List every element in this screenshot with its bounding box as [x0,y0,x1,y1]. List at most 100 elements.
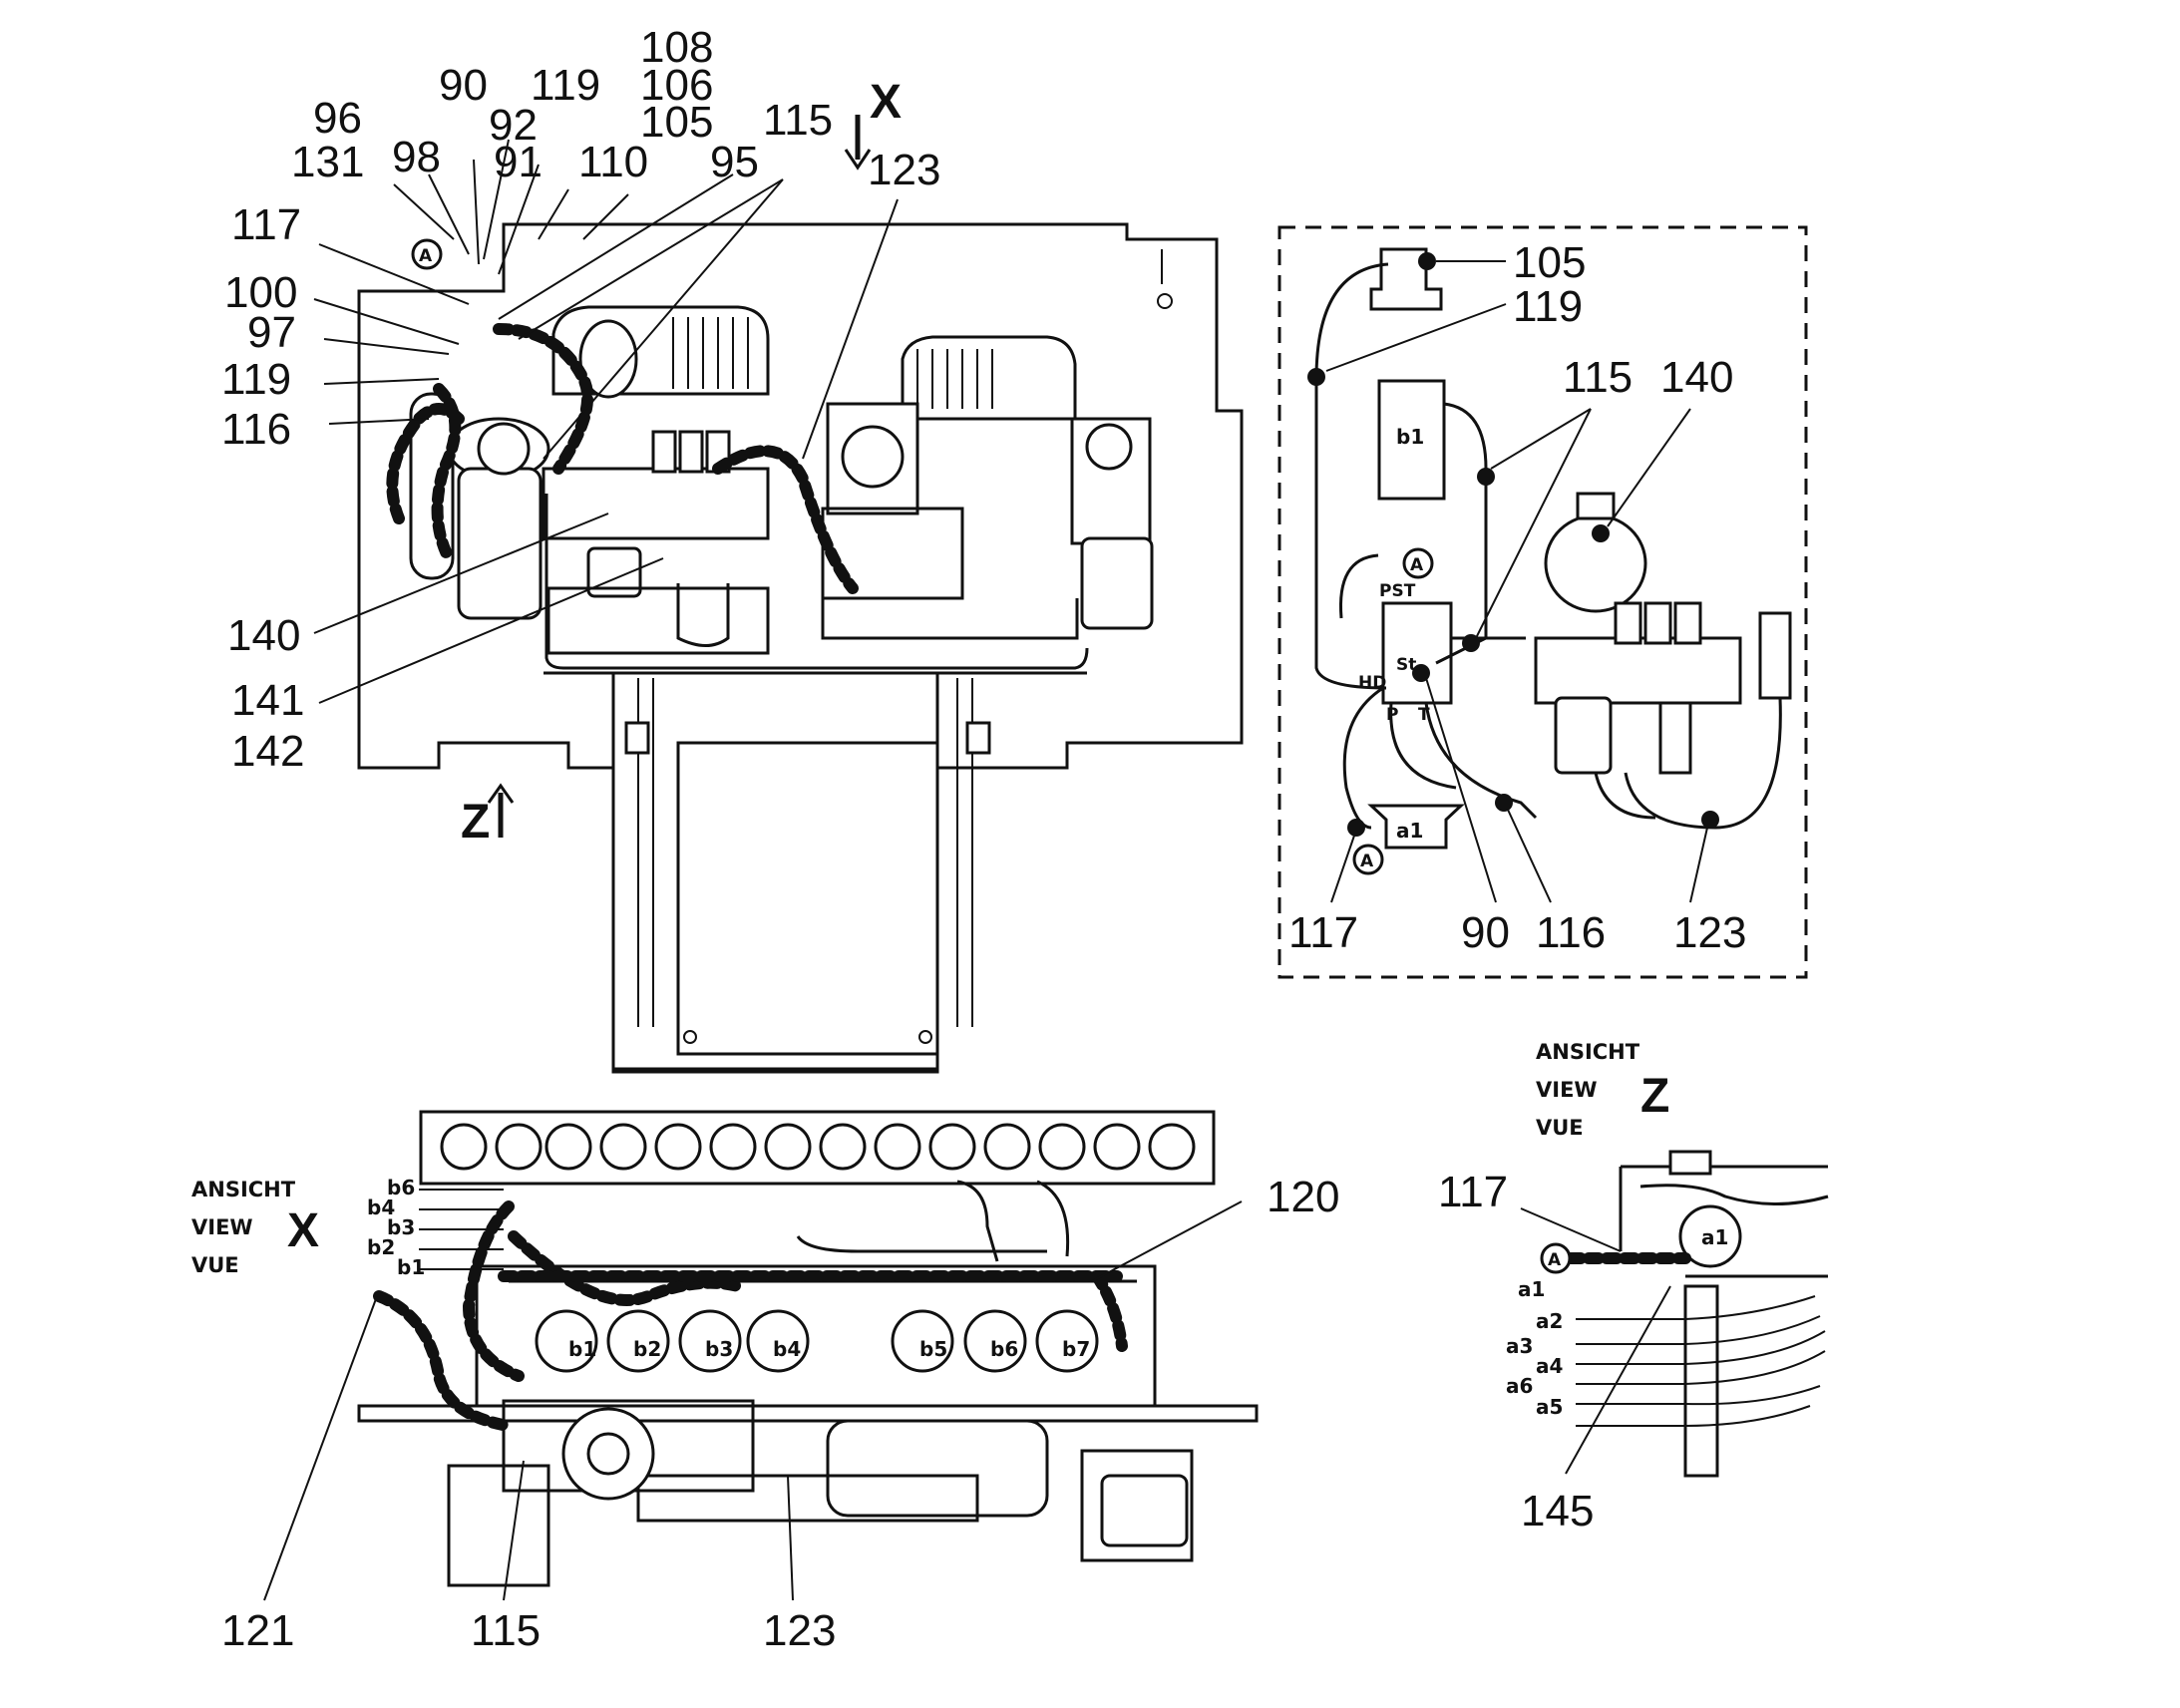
callout-105: 105 [640,98,713,147]
tube [796,1235,1047,1253]
callout-97: 97 [247,308,296,357]
main-view: X Z A 108 [221,23,1244,1074]
hose-116 [386,403,465,524]
z-bolt [1668,1150,1712,1176]
hose-pst [1338,553,1379,619]
hose-121b [373,1290,515,1432]
lower-bracket [546,586,770,655]
filter [1658,701,1692,775]
component-b1-label: b1 [1396,425,1424,449]
hose-121 [462,1200,525,1382]
filter [1554,696,1613,775]
marker-a [411,238,443,270]
bolt-hole [1157,293,1173,309]
detail-frame [1277,225,1808,979]
filter-port [477,422,531,476]
callout-110: 110 [578,138,648,186]
port-pst: PST [1379,581,1416,601]
view-x-callout-121: 121 [221,1606,294,1655]
pump-flange [841,425,905,489]
lower-subframe [611,671,939,1074]
base-plate-outline [357,222,1244,1071]
filter-cap-inner [586,1432,630,1476]
port-b1: b1 [397,1255,425,1279]
callout-98: 98 [392,133,441,181]
view-x-callout-115: 115 [471,1606,541,1655]
port-b2: b2 [367,1235,395,1259]
callout-108: 108 [640,23,713,72]
valve-b2: b2 [633,1337,661,1361]
view-x-leaders [263,1200,1243,1601]
marker-a-label: A [1410,555,1424,575]
view-z-leaders [1520,1207,1671,1475]
callout-90: 90 [439,61,488,110]
clamp [624,721,650,755]
tube [1036,1180,1070,1257]
detail-view: b1 PST HD St P T a1 A A [1277,225,1808,979]
view-z-callout-117: 117 [1438,1168,1508,1216]
view-z: ANSICHT VIEW VUE Z a1 A a1 a2 a3 a4 a6 a… [1438,1040,1829,1536]
view-z-letter: Z [1640,1070,1669,1123]
manifold-bar [419,1110,1216,1186]
view-z-callout-145: 145 [1521,1487,1594,1536]
view-x-caption-1: ANSICHT [191,1178,296,1201]
marker-a-label: A [1548,1250,1562,1270]
marker-a-label: A [419,246,433,266]
detail-callout-90: 90 [1461,908,1510,957]
view-z-marker: Z [461,796,490,849]
port-p: P [1386,705,1398,725]
view-x-marker: X [870,76,902,129]
manifold [1534,636,1742,705]
callout-119b: 119 [221,355,291,404]
port-b3: b3 [387,1215,415,1239]
valve-b4: b4 [773,1337,801,1361]
pump-body [821,507,964,600]
frame [821,598,1079,640]
component-b1 [1377,379,1446,501]
z-port-a6: a6 [1506,1374,1533,1398]
callout-142: 142 [231,727,304,776]
z-port-a4: a4 [1536,1354,1563,1378]
view-z-caption-2: VIEW [1536,1078,1598,1102]
marker-a [1402,547,1434,579]
z-port-a3: a3 [1506,1334,1533,1358]
detail-callout-117: 117 [1288,908,1358,957]
clamp [965,721,991,755]
hose-115-x [508,1230,744,1306]
frame-rail [545,494,1089,670]
solenoid [1643,601,1672,645]
hose-119 [431,383,462,564]
view-z-caption-3: VUE [1536,1116,1584,1140]
callout-123: 123 [868,146,940,194]
view-x-callout-120: 120 [1267,1173,1339,1221]
callout-106: 106 [640,61,713,110]
callout-92: 92 [489,101,538,150]
z-port-a2: a2 [1536,1309,1563,1333]
port-b6: b6 [387,1176,415,1199]
tank-ribs [672,317,749,389]
z-port-a1: a1 [1518,1277,1545,1301]
z-contour [1639,1184,1829,1205]
view-x: ANSICHT VIEW VUE X [191,1110,1339,1655]
z-port-a5: a5 [1536,1395,1563,1419]
tank-right-ribs [916,349,993,409]
filter-right-port [1085,423,1133,471]
junction-box [1758,611,1792,700]
solenoid [1614,601,1642,645]
solenoid [651,430,677,474]
detail-callout-123: 123 [1673,908,1746,957]
bolt [683,1030,697,1044]
callout-116: 116 [221,405,291,454]
pump-lower [826,1419,1049,1518]
lower-plate [676,741,939,1056]
detail-callout-140: 140 [1660,353,1733,402]
hose-123 [712,445,859,594]
callout-117: 117 [231,200,301,249]
callout-dots [1307,252,1719,837]
tube [956,1180,999,1262]
detail-leaders [1325,260,1708,903]
detail-callout-105: 105 [1513,238,1586,287]
z-manifold [1683,1284,1719,1478]
detail-callout-116: 116 [1536,908,1606,957]
callout-115: 115 [763,96,833,145]
